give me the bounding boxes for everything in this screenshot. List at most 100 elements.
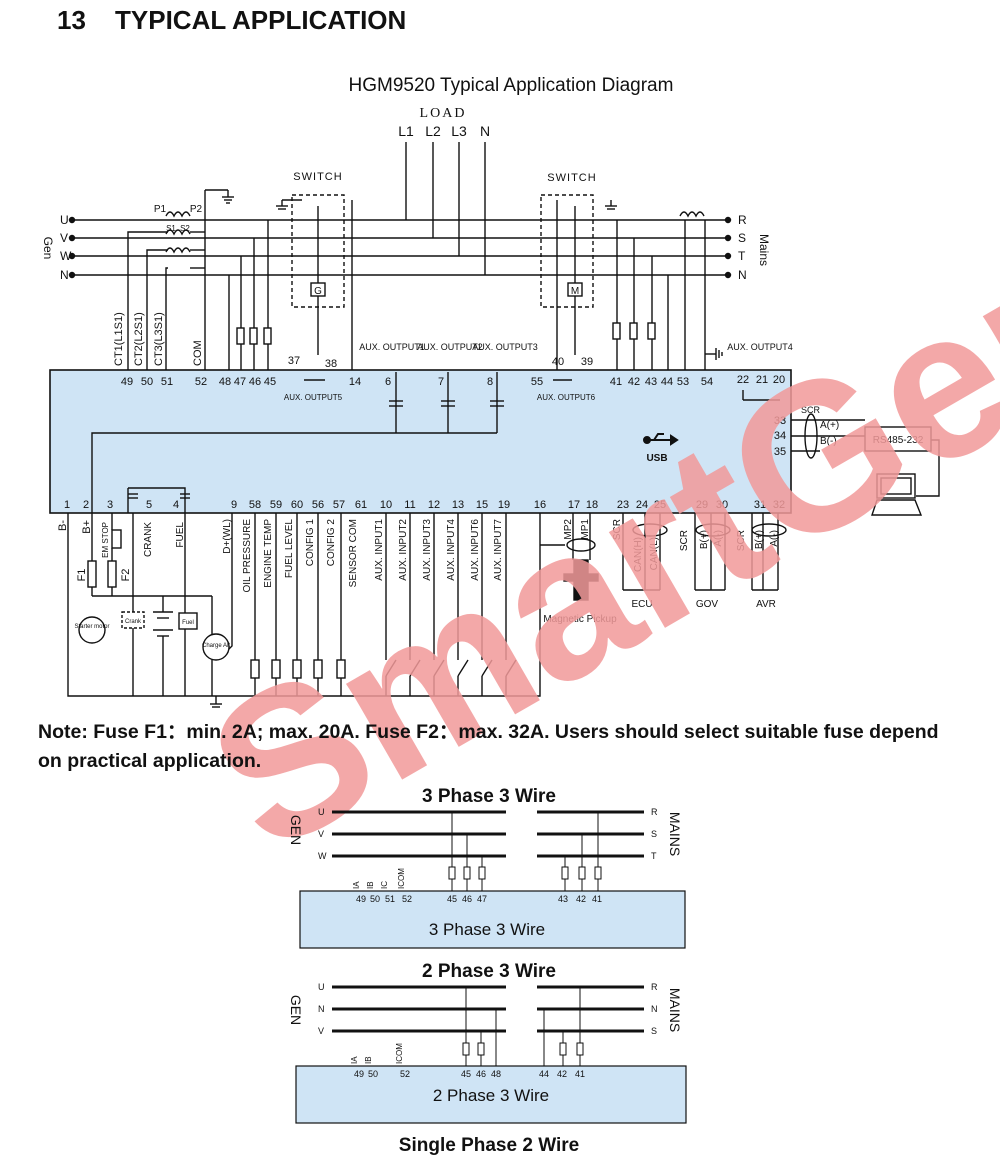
section-title: TYPICAL APPLICATION (115, 5, 407, 35)
sub1-t52: 52 (402, 894, 412, 904)
load-label: LOAD (420, 106, 467, 121)
label-aux-input2: AUX. INPUT2 (398, 519, 409, 581)
gen-phase-u: U (60, 213, 69, 227)
fuse-note: Note: Fuse F1：min. 2A; max. 20A. Fuse F2… (38, 721, 939, 772)
charge-alt-label: Charge Alt (202, 643, 230, 649)
terminal-50: 50 (141, 376, 153, 388)
sub1-t45: 45 (447, 894, 457, 904)
terminal-41: 41 (610, 376, 622, 388)
label-crank: CRANK (143, 522, 154, 557)
label-aux-input4: AUX. INPUT4 (446, 519, 457, 581)
gen-phase-v: V (60, 231, 68, 245)
sub1-phase-s: S (651, 829, 657, 839)
load-l2: L2 (425, 123, 441, 139)
terminal-59: 59 (270, 499, 282, 511)
terminal-46: 46 (249, 376, 261, 388)
sub1-t49: 49 (356, 894, 366, 904)
terminal-56: 56 (312, 499, 324, 511)
terminal-49: 49 (121, 376, 133, 388)
rs485-b: B(-) (820, 436, 837, 447)
terminal-45: 45 (264, 376, 276, 388)
label-f1: F1 (76, 569, 88, 582)
terminal-2: 2 (83, 499, 89, 511)
terminal-4: 4 (173, 499, 179, 511)
sub1-icom: ICOM (397, 868, 406, 889)
magnetic-pickup-label: Magnetic Pickup (543, 614, 617, 625)
gen-switch-label: SWITCH (293, 171, 342, 183)
terminal-58: 58 (249, 499, 261, 511)
terminal-10: 10 (380, 499, 392, 511)
ct2-label: CT2(L2S1) (133, 312, 145, 366)
terminal-61: 61 (355, 499, 367, 511)
group-avr: AVR (756, 599, 776, 610)
label-d-plus: D+(WL) (222, 519, 233, 554)
mains-phase-n: N (738, 268, 747, 282)
label-aux-input7: AUX. INPUT7 (493, 519, 504, 581)
label-f2: F2 (120, 569, 132, 582)
terminal-32: 32 (773, 499, 785, 511)
sub1-phase-r: R (651, 807, 658, 817)
sub2-mains-label: MAINS (667, 988, 683, 1032)
aux-output5-label: AUX. OUTPUT5 (284, 393, 343, 402)
gen-phase-n: N (60, 268, 69, 282)
sub2-t48: 48 (491, 1069, 501, 1079)
label-gov-scr: SCR (679, 530, 690, 551)
sub2-phase-s: S (651, 1026, 657, 1036)
terminal-23: 23 (617, 499, 629, 511)
main-diagram-labels: HGM9520 Typical Application Diagram LOAD… (41, 75, 924, 649)
terminal-6: 6 (385, 376, 391, 388)
terminal-22: 22 (737, 374, 749, 386)
sub2-phase-u: U (318, 982, 325, 992)
terminal-7: 7 (438, 376, 444, 388)
gen-switch-letter: G (314, 286, 322, 297)
group-ecu: ECU (631, 599, 652, 610)
terminal-3: 3 (107, 499, 113, 511)
ct-p2: P2 (190, 204, 203, 215)
terminal-33: 33 (774, 415, 786, 427)
terminal-57: 57 (333, 499, 345, 511)
sub2-phase-v: V (318, 1026, 324, 1036)
sub1-t41: 41 (592, 894, 602, 904)
main-diagram (49, 142, 940, 708)
label-mp1: MP1 (580, 519, 591, 540)
sub2-t49: 49 (354, 1069, 364, 1079)
crank-relay-label: Crank (125, 619, 142, 625)
terminal-54: 54 (701, 376, 713, 388)
label-aux-input3: AUX. INPUT3 (422, 519, 433, 581)
sub-diagram-2p3w: 2 Phase 3 Wire GEN MAINS U N V R N S IA … (288, 961, 687, 1124)
mains-phase-r: R (738, 213, 747, 227)
sub1-title: 3 Phase 3 Wire (422, 786, 556, 807)
terminal-48: 48 (219, 376, 231, 388)
sub1-ia: IA (352, 881, 361, 889)
label-ecu-scr: SCR (612, 519, 623, 540)
terminal-9: 9 (231, 499, 237, 511)
terminal-51: 51 (161, 376, 173, 388)
terminal-18: 18 (586, 499, 598, 511)
terminal-12: 12 (428, 499, 440, 511)
sub1-t43: 43 (558, 894, 568, 904)
sub1-gen-label: GEN (288, 815, 304, 845)
footer-title: Single Phase 2 Wire (399, 1135, 579, 1156)
terminal-13: 13 (452, 499, 464, 511)
gen-phase-w: W (60, 249, 72, 263)
com-label: COM (192, 340, 204, 366)
ct3-label: CT3(L3S1) (153, 312, 165, 366)
label-em-stop: EM STOP (101, 522, 110, 558)
terminal-8: 8 (487, 376, 493, 388)
sub1-mains-label: MAINS (667, 812, 683, 856)
sub2-phase-r: R (651, 982, 658, 992)
mains-switch-label: SWITCH (547, 172, 596, 184)
ct1-label: CT1(L1S1) (113, 312, 125, 366)
mains-label: Mains (757, 234, 771, 266)
terminal-60: 60 (291, 499, 303, 511)
ct-s1: S1 (166, 224, 176, 233)
mains-phase-t: T (738, 249, 746, 263)
terminal-38: 38 (325, 358, 337, 370)
terminal-52: 52 (195, 376, 207, 388)
usb-icon (643, 433, 679, 446)
terminal-55: 55 (531, 376, 543, 388)
sub-diagram-3p3w: 3 Phase 3 Wire GEN MAINS U V W R S T IA … (288, 786, 686, 949)
sub2-t50: 50 (368, 1069, 378, 1079)
aux-output2-label: AUX. OUTPUT2 (417, 342, 483, 352)
sub1-t46: 46 (462, 894, 472, 904)
